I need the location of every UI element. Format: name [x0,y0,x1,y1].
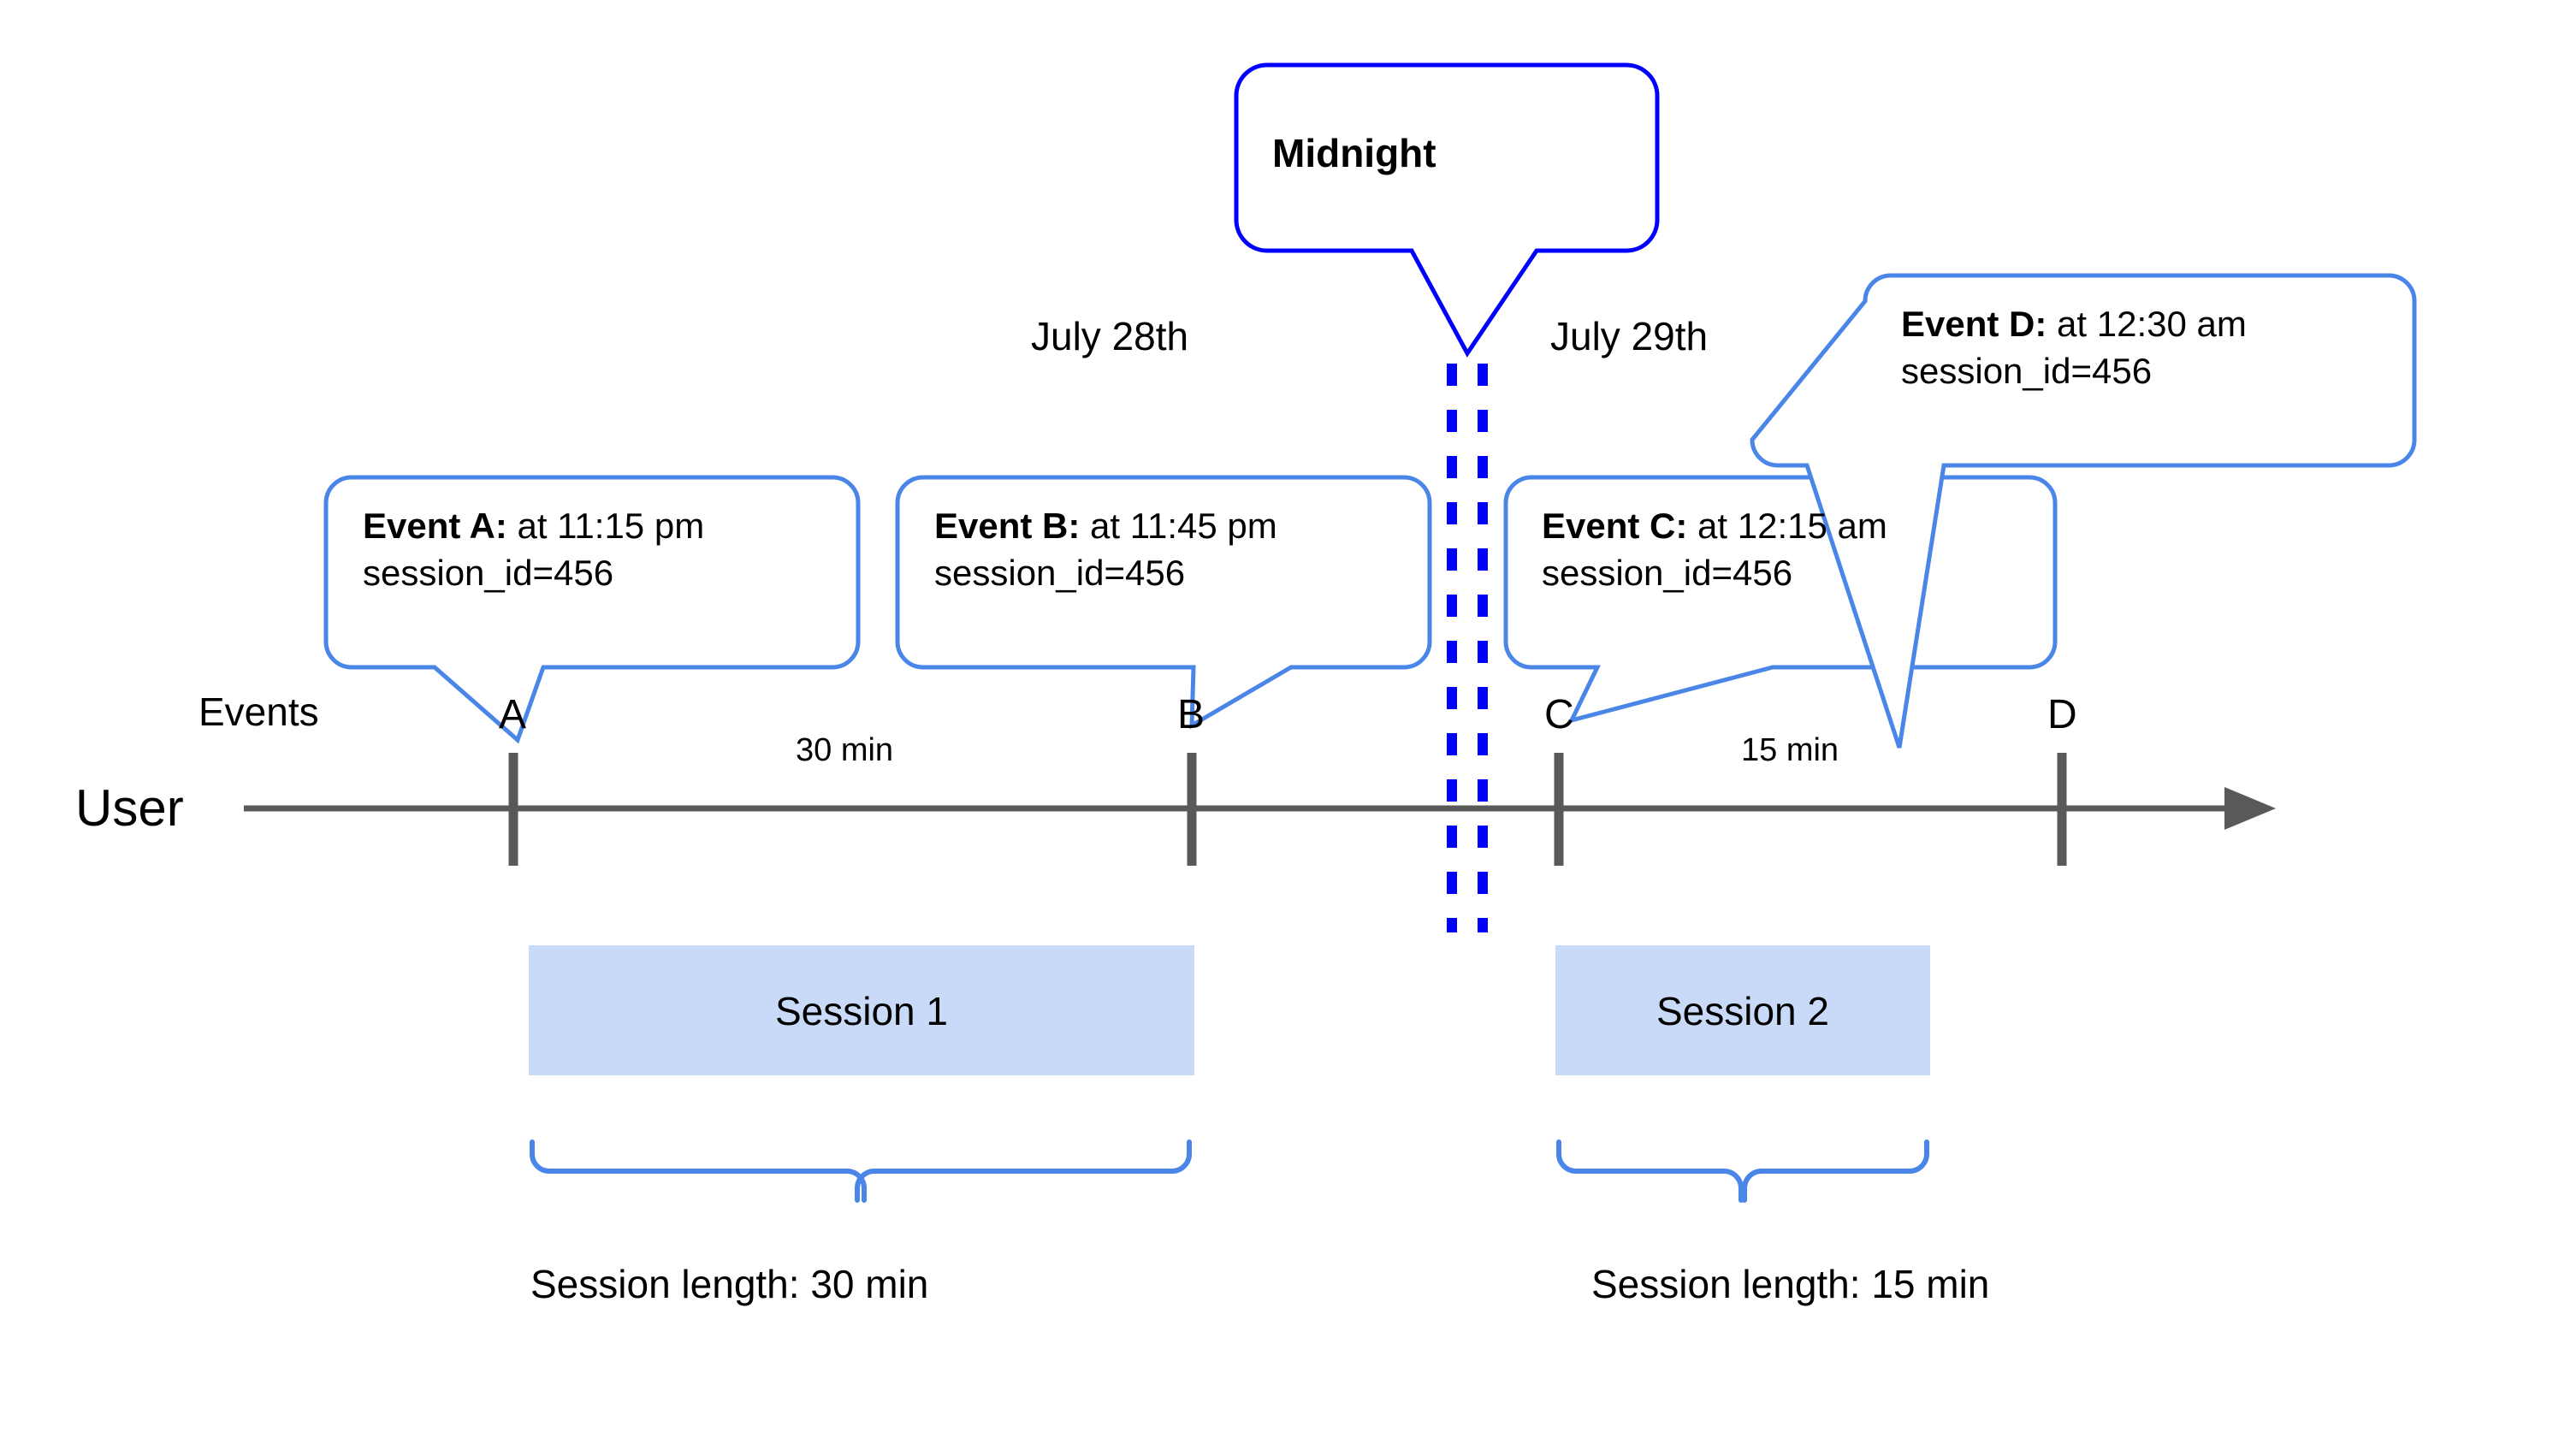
callout-a-title: Event A: [363,506,507,546]
callout-d-detail: session_id=456 [1901,350,2153,391]
tick-label-c: C [1544,692,1574,737]
brace-session-1 [530,1139,1192,1203]
callout-c-time: at 12:15 am [1687,506,1887,546]
callout-c-text: Event C: at 12:15 am session_id=456 [1542,503,1887,596]
session-1-length-label: Session length: 30 min [530,1262,929,1306]
row-label-events: Events [198,690,319,734]
callout-d-text: Event D: at 12:30 am session_id=456 [1901,301,2247,394]
callout-a-time: at 11:15 pm [506,506,705,546]
session-2-bar-label: Session 2 [1656,989,1829,1033]
midnight-label: Midnight [1272,131,1436,175]
midnight-divider-icon [1447,364,1488,932]
callout-event-b[interactable] [895,475,1432,730]
row-label-user: User [75,779,184,837]
tick-marks [508,753,2067,866]
callout-b-title: Event B: [934,506,1081,546]
midnight-callout[interactable] [1234,62,1660,358]
callout-b-text: Event B: at 11:45 pm session_id=456 [934,503,1277,596]
gap-label-cd: 15 min [1741,732,1839,768]
date-label-right: July 29th [1550,314,1709,358]
timeline-axis [244,787,2276,830]
session-1-bar-label: Session 1 [774,989,948,1033]
brace-session-2 [1556,1139,1929,1203]
callout-a-detail: session_id=456 [363,552,614,593]
callout-d-time: at 12:30 am [2047,304,2247,344]
tick-label-a: A [499,692,527,737]
callout-b-time: at 11:45 pm [1080,506,1277,546]
callout-event-d[interactable] [1750,273,2417,749]
tick-label-b: B [1177,692,1205,737]
callout-c-detail: session_id=456 [1542,552,1793,593]
arrow-right-icon [2224,787,2276,830]
callout-event-a[interactable] [323,475,861,744]
callout-b-detail: session_id=456 [934,552,1186,593]
callout-d-title: Event D: [1901,304,2047,344]
date-label-left: July 28th [1031,314,1189,358]
session-bar-2 [1555,945,1930,1075]
callout-c-title: Event C: [1542,506,1688,546]
gap-label-ab: 30 min [796,732,894,768]
tick-label-d: D [2047,692,2077,737]
session-bar-1 [529,945,1194,1075]
session-2-length-label: Session length: 15 min [1591,1262,1990,1306]
callout-a-text: Event A: at 11:15 pm session_id=456 [363,503,704,596]
